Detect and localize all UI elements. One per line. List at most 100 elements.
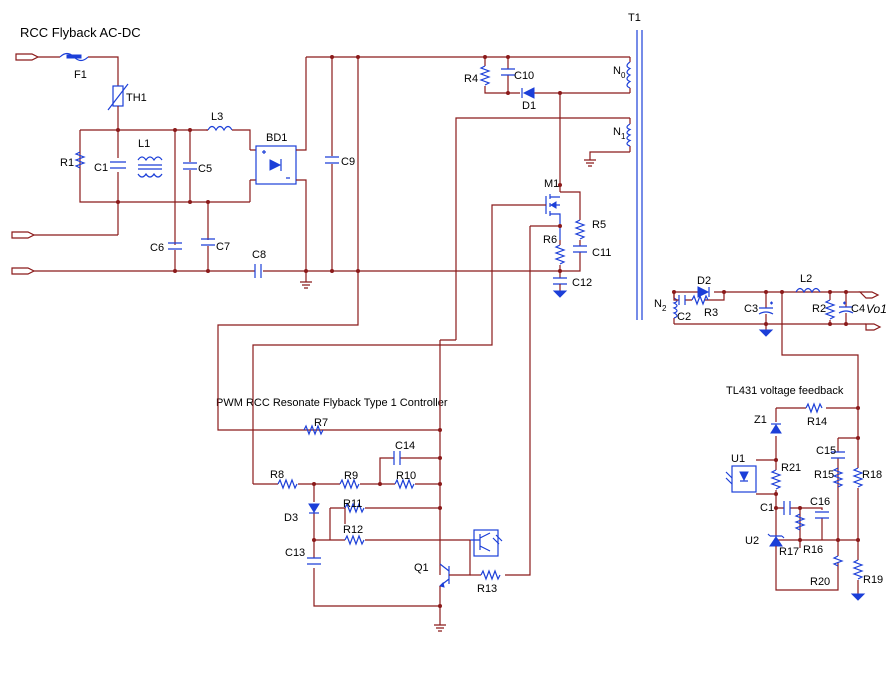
fuse-f1 <box>59 52 119 86</box>
label-c10: C10 <box>514 70 534 82</box>
ground-symbol-controller <box>434 624 446 632</box>
label-r9: R9 <box>344 470 358 482</box>
label-c2: C2 <box>677 311 691 323</box>
capacitor-c9 <box>325 156 339 164</box>
label-r10: R10 <box>396 470 416 482</box>
label-c16: C16 <box>810 496 830 508</box>
label-c14: C14 <box>395 440 415 452</box>
label-u1: U1 <box>731 453 745 465</box>
label-c1b: C1 <box>760 502 774 514</box>
resistor-r18 <box>852 467 864 488</box>
label-c8: C8 <box>252 249 266 261</box>
label-n0: N <box>613 65 621 77</box>
label-d2: D2 <box>697 275 711 287</box>
label-n1: N <box>613 126 621 138</box>
capacitor-c13 <box>307 557 321 565</box>
transistor-q1 <box>439 548 471 625</box>
shunt-regulator-u2 <box>767 533 839 591</box>
label-r19: R19 <box>863 574 883 586</box>
capacitor-c5 <box>183 162 197 170</box>
label-f1: F1 <box>74 69 87 81</box>
input-port-line <box>15 53 60 61</box>
inductor-l1 <box>137 156 163 178</box>
input-port-ground <box>11 267 560 275</box>
label-c7: C7 <box>216 241 230 253</box>
ground-symbol-secondary <box>758 329 774 337</box>
ground-symbol-aux <box>584 159 596 167</box>
label-l1: L1 <box>138 138 150 150</box>
label-r8: R8 <box>270 469 284 481</box>
label-d3: D3 <box>284 512 298 524</box>
resistor-r12 <box>344 534 365 546</box>
label-c9: C9 <box>341 156 355 168</box>
resistor-r19 <box>852 559 864 580</box>
output-port-negative <box>865 323 882 331</box>
resistor-r1 <box>74 151 86 169</box>
capacitor-c14 <box>393 451 401 465</box>
ground-symbol-main <box>300 271 312 289</box>
resistor-r16 <box>794 513 806 531</box>
resistor-r2 <box>824 299 836 320</box>
winding-n0 <box>626 57 632 93</box>
label-n1-sub: 1 <box>621 132 626 141</box>
label-r11: R11 <box>343 498 362 510</box>
zener-z1 <box>770 423 782 434</box>
capacitor-c2 <box>678 295 686 305</box>
capacitor-c7 <box>201 238 215 246</box>
controller-heading: PWM RCC Resonate Flyback Type 1 Controll… <box>216 397 448 409</box>
capacitor-c16 <box>815 511 829 519</box>
ground-symbol-source <box>552 284 568 298</box>
label-r13: R13 <box>477 583 497 595</box>
secondary-wires <box>673 291 866 325</box>
label-bd1: BD1 <box>266 132 287 144</box>
label-r20: R20 <box>810 576 830 588</box>
capacitor-c1 <box>110 161 126 169</box>
label-n0-sub: 0 <box>621 71 626 80</box>
label-d1: D1 <box>522 100 536 112</box>
winding-n1 <box>626 118 632 152</box>
label-c4: C4 <box>851 303 865 315</box>
resistor-r4 <box>479 65 491 86</box>
label-r12: R12 <box>343 524 363 536</box>
label-r16: R16 <box>803 544 823 556</box>
resistor-r10 <box>394 478 415 490</box>
d3-c13-wires <box>313 484 470 607</box>
capacitor-c1b <box>783 501 791 515</box>
inductor-l3 <box>206 125 251 150</box>
feedback-heading: TL431 voltage feedback <box>726 385 844 397</box>
hv-feeds <box>217 57 440 431</box>
output-port-positive <box>858 291 880 299</box>
optocoupler-u1 <box>725 459 776 495</box>
resistor-r15 <box>832 467 844 488</box>
label-c13: C13 <box>285 547 305 559</box>
feedback-top-wires <box>775 407 859 458</box>
capacitor-c12 <box>553 277 567 285</box>
label-c6: C6 <box>150 242 164 254</box>
capacitor-c15 <box>831 451 845 459</box>
output-label: Vo1 <box>866 302 887 316</box>
label-c12: C12 <box>572 277 592 289</box>
label-l2: L2 <box>800 273 812 285</box>
capacitor-c8 <box>254 264 262 278</box>
label-c3: C3 <box>744 303 758 315</box>
c14-wires <box>379 457 440 484</box>
source-network-wires <box>505 225 581 576</box>
label-c11: C11 <box>592 247 611 259</box>
transformer-t1-core <box>636 30 643 320</box>
mosfet-m1 <box>252 191 581 484</box>
label-r21: R21 <box>781 462 801 474</box>
label-r4: R4 <box>464 73 478 85</box>
divider-wires <box>837 437 859 594</box>
label-u2: U2 <box>745 535 759 547</box>
label-r15: R15 <box>814 469 834 481</box>
resistor-r14 <box>805 402 823 414</box>
label-m1: M1 <box>544 178 559 190</box>
label-n2: N <box>654 298 662 310</box>
ground-symbol-feedback <box>850 593 866 601</box>
label-l3: L3 <box>211 111 223 123</box>
capacitor-c11 <box>573 245 587 253</box>
inductor-l2 <box>795 287 821 294</box>
label-n2-sub: 2 <box>662 304 667 313</box>
label-r14: R14 <box>807 416 827 428</box>
label-r7: R7 <box>314 417 328 429</box>
